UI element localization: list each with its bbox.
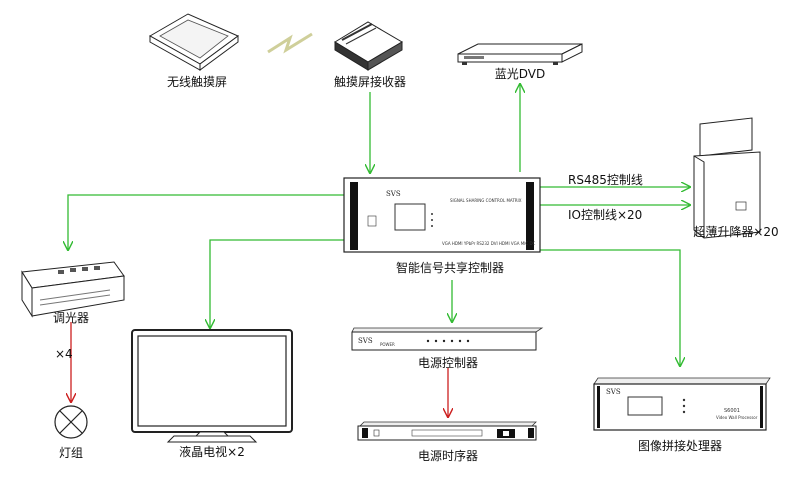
label-lift: 超薄升降器×20 (693, 224, 778, 239)
wireless-signal-icon (267, 32, 313, 54)
controller-ports-text: VGA HDMI YPbPr RS232 DVI HDMI VGA MIC DC (442, 241, 536, 246)
power-sequencer-device (357, 421, 537, 441)
label-bluray: 蓝光DVD (495, 67, 545, 81)
lift-device (693, 117, 761, 239)
splicer-brand: SVS (606, 388, 621, 396)
power-controller-power-label: POWER (380, 342, 395, 347)
label-io: IO控制线×20 (568, 208, 642, 222)
label-controller: 智能信号共享控制器 (396, 260, 504, 275)
wireless-touch-screen (148, 13, 239, 71)
power-controller-device: SVS POWER (351, 327, 544, 351)
main-controller-device: SVS SIGNAL SHARING CONTROL MATRIX VGA HD… (343, 177, 541, 253)
connections (68, 84, 690, 417)
power-controller-brand: SVS (358, 337, 373, 345)
label-wireless-touch: 无线触摸屏 (167, 75, 227, 89)
label-x4: ×4 (55, 347, 73, 361)
bluray-dvd-device (457, 43, 583, 65)
controller-panel-text: SIGNAL SHARING CONTROL MATRIX (450, 198, 522, 203)
label-lamp-group: 灯组 (59, 446, 83, 460)
label-splicer: 图像拼接处理器 (638, 438, 722, 453)
splicer-subtitle: Video Wall Processor (716, 415, 758, 420)
touch-receiver-device (334, 21, 403, 71)
label-lcd-tv: 液晶电视×2 (179, 444, 245, 459)
lcd-tv-device (131, 329, 293, 443)
line-controller-to-splicer (540, 249, 680, 366)
line-controller-to-dimmer (68, 194, 350, 250)
label-touch-receiver: 触摸屏接收器 (334, 74, 406, 89)
splicer-model: S6001 (724, 408, 740, 414)
label-power-seq: 电源时序器 (418, 448, 478, 463)
controller-brand: SVS (386, 190, 401, 198)
labels: 无线触摸屏 触摸屏接收器 蓝光DVD 智能信号共享控制器 RS485控制线 IO… (53, 67, 779, 463)
lamp-group-icon (54, 405, 88, 439)
splicer-device: SVS S6001 Video Wall Processor (593, 377, 771, 431)
label-dimmer: 调光器 (53, 311, 89, 325)
dimmer-device (21, 261, 125, 318)
label-power-ctrl: 电源控制器 (418, 356, 478, 370)
line-controller-to-tv (210, 239, 350, 328)
label-rs485: RS485控制线 (568, 173, 643, 187)
